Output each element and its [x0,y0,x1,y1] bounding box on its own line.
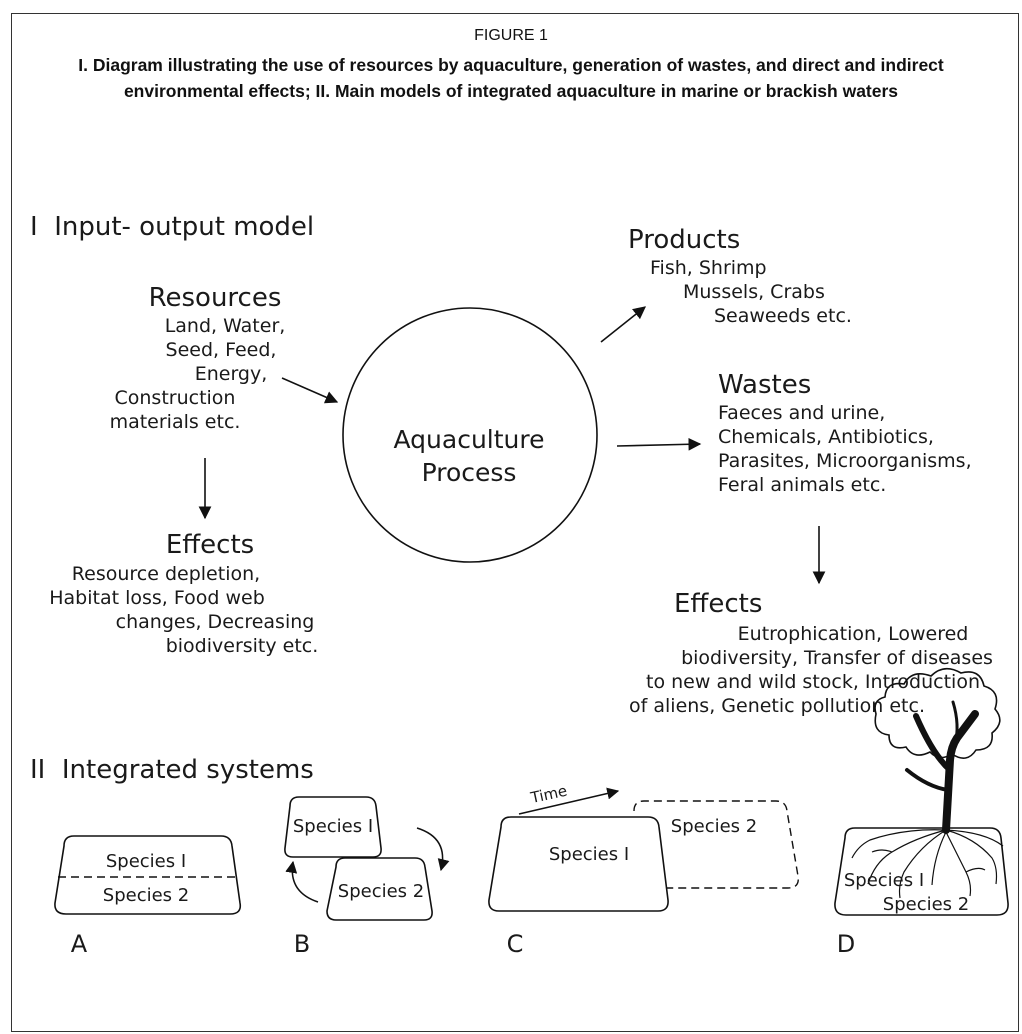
effects-right-heading: Effects [674,589,762,619]
products-line-1: Fish, Shrimp [650,257,767,279]
panel-b-cycle-arrow-down [416,827,450,872]
wastes-line-4: Feral animals etc. [718,474,886,496]
panel-c-tank-future [633,800,799,889]
section1-title: I Input- output model [30,212,314,242]
products-line-2: Mussels, Crabs [683,281,825,303]
effects-right-line-3: to new and wild stock, Introduction [646,671,980,693]
resources-line-4: Construction [115,387,236,409]
panel-c-time-arrow [518,787,620,815]
process-label-line-1: Aquaculture [394,425,545,454]
panel-d-species-2: Species 2 [883,894,969,915]
resources-group: Resources Land, Water, Seed, Feed, Energ… [110,283,286,433]
products-group: Products Fish, Shrimp Mussels, Crabs Sea… [628,225,852,327]
panel-a-tank [54,835,242,915]
panel-c-species-2: Species 2 [671,816,757,837]
panel-b-species-1: Species I [293,816,373,837]
effects-left-line-4: biodiversity etc. [166,635,319,657]
effects-left-line-1: Resource depletion, [72,563,260,585]
effects-left-group: Effects Resource depletion, Habitat loss… [49,530,318,657]
effects-right-group: Effects Eutrophication, Lowered biodiver… [629,589,993,717]
resources-heading: Resources [149,283,282,313]
tree-branch-low-icon [905,768,950,792]
panel-a-species-1: Species I [106,851,186,872]
tree-branch-mid-icon [951,700,959,747]
effects-right-line-2: biodiversity, Transfer of diseases [681,647,993,669]
tree-roots-icon [851,829,1004,899]
tree-branch-left-icon [913,713,953,773]
resources-line-2: Seed, Feed, [166,339,277,361]
process-to-products-arrow [600,306,647,343]
figure-frame [11,13,1019,1032]
wastes-group: Wastes Faeces and urine, Chemicals, Anti… [718,370,972,496]
panel-d-letter: D [837,930,855,958]
panel-d-species-1: Species I [844,870,924,891]
wastes-line-3: Parasites, Microorganisms, [718,450,972,472]
resources-line-5: materials etc. [110,411,241,433]
panel-b-cycle-arrow-up [285,860,319,903]
section2-title: II Integrated systems [30,755,314,785]
wastes-line-1: Faeces and urine, [718,402,885,424]
figure-caption: I. Diagram illustrating the use of resou… [78,55,944,101]
panel-b-species-2: Species 2 [338,881,424,902]
figure-label: FIGURE 1 [474,27,548,44]
effects-left-line-2: Habitat loss, Food web [49,587,265,609]
tree-canopy-icon [874,667,1001,759]
panel-c: Time Species I Species 2 C [488,782,799,958]
panel-d: Species I Species 2 D [834,667,1009,958]
panel-c-tank-current [488,816,669,912]
panel-c-species-1: Species I [549,844,629,865]
effects-left-line-3: changes, Decreasing [116,611,315,633]
effects-right-line-1: Eutrophication, Lowered [738,623,969,645]
products-line-3: Seaweeds etc. [714,305,852,327]
process-circle [342,307,598,563]
effects-right-line-4: of aliens, Genetic pollution etc. [629,695,925,717]
wastes-line-2: Chemicals, Antibiotics, [718,426,934,448]
panel-a: Species I Species 2 A [54,835,242,958]
panel-b-tank-2 [326,857,433,921]
panel-c-letter: C [507,930,524,958]
wastes-heading: Wastes [718,370,811,400]
resources-line-1: Land, Water, [165,315,286,337]
panel-d-tank [834,827,1009,916]
resources-line-3: Energy, [195,363,268,385]
process-label-line-2: Process [422,458,517,487]
products-heading: Products [628,225,740,255]
panel-a-letter: A [71,930,88,958]
panel-b-tank-1 [284,796,382,858]
panel-a-species-2: Species 2 [103,885,189,906]
process-to-wastes-arrow [616,437,702,451]
panel-b: Species I Species 2 B [284,796,450,958]
panel-b-letter: B [294,930,310,958]
resources-to-process-arrow [281,377,339,404]
effects-left-heading: Effects [166,530,254,560]
